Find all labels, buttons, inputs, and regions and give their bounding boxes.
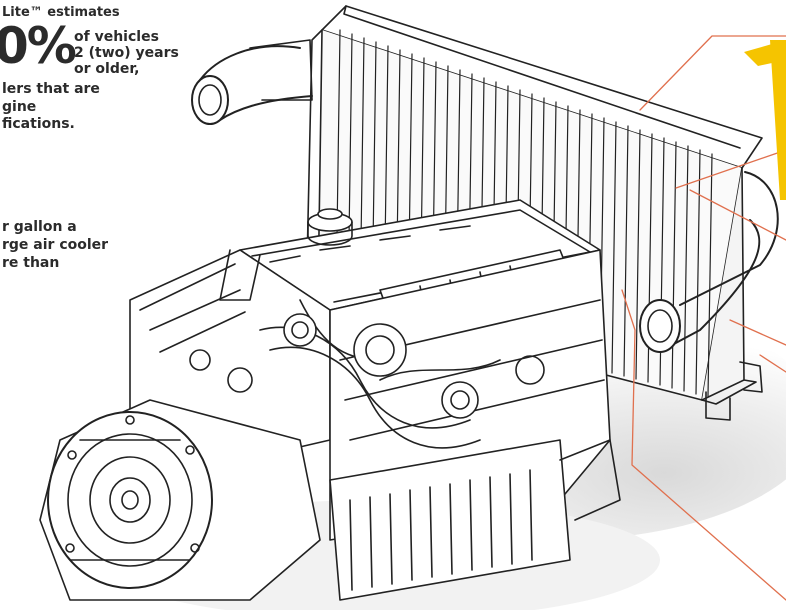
stat-line-estimates: Lite™ estimates	[2, 5, 120, 20]
gallon-line2: rge air cooler	[2, 237, 109, 253]
stat-line-engine: gine	[2, 99, 37, 115]
stat-vehicles-line2: 2 (two) years	[74, 45, 179, 61]
gallon-line1: r gallon a	[2, 219, 77, 235]
callout-lines	[621, 35, 786, 601]
stat-line-that-are: lers that are	[2, 81, 100, 97]
stat-vehicles-line1: of vehicles	[74, 29, 159, 45]
stat-vehicles-line3: or older,	[74, 61, 140, 77]
stat-line-specifications: fications.	[2, 116, 75, 132]
diesel-engine	[39, 199, 621, 601]
gallon-line3: re than	[2, 255, 60, 271]
stat-percent: 0%	[0, 17, 77, 75]
yellow-accent-shape	[744, 40, 786, 200]
